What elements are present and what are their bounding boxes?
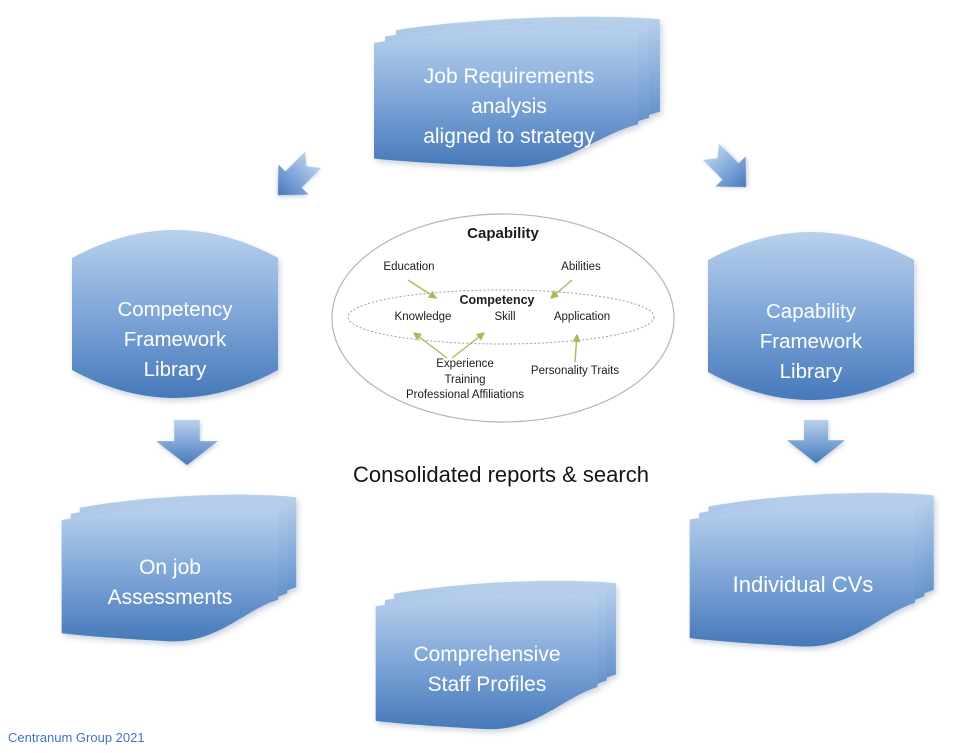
node-capability-framework-library: Capability Framework Library [708,230,914,402]
venn-label-knowledge: Knowledge [394,311,452,323]
inner-competency-ellipse [347,289,655,345]
node-label-line: Assessments [107,586,233,609]
node-label: Capability Framework Library [708,230,914,428]
node-label-line: Capability [765,299,857,323]
node-label-line: Job Requirements [423,65,595,89]
node-label: Comprehensive Staff Profiles [374,576,626,746]
wave-document-shape [61,494,297,642]
consolidated-reports-caption: Consolidated reports & search [353,462,649,487]
node-label-line: Individual CVs [732,572,874,598]
venn-label-personality-traits: Personality Traits [530,365,620,377]
bent-arrow-shape [702,143,747,188]
bent-arrow-shape [277,151,322,196]
node-label: Competency Framework Library [72,228,278,426]
down-arrow-left-icon [153,419,221,467]
connector-abilities [549,279,573,299]
wave-document-shape [375,580,616,730]
venn-label-skill: Skill [494,311,516,323]
node-label-line: On job [139,556,201,580]
venn-label-competency: Competency [459,293,535,307]
node-label-line: aligned to strategy [423,124,595,148]
node-label-line: Framework [123,327,227,351]
down-arrow-right-icon [784,419,848,465]
venn-label-training: Training [444,373,486,386]
node-on-job-assessments: On job Assessments [60,490,306,658]
node-label: Individual CVs [688,488,944,664]
node-label: On job Assessments [60,490,306,658]
bent-arrow-down-left-icon [264,148,326,208]
cylinder-shape [72,230,278,398]
venn-label-sources: Experience Training Professional Affilia… [406,357,524,404]
node-label-line: Library [779,360,843,384]
connector-education [407,279,438,299]
connector-experience-skill [451,332,486,359]
bent-arrow-down-right-icon [698,140,760,200]
venn-label-abilities: Abilities [561,261,601,273]
venn-label-education: Education [383,261,435,273]
venn-label-application: Application [553,311,611,323]
node-label-line: Staff Profiles [427,673,547,696]
capability-model-shapes [331,213,675,423]
connector-personality-application [572,333,581,363]
node-label-line: Library [143,358,207,382]
down-arrow-shape [156,419,218,466]
down-arrow-shape [787,419,845,464]
node-label: Job Requirements analysis aligned to str… [372,12,672,184]
venn-label-experience: Experience [436,358,494,370]
wave-document-shape [689,492,934,647]
connector-experience-knowledge [412,332,448,359]
node-individual-cvs: Individual CVs [688,488,944,664]
node-job-requirements: Job Requirements analysis aligned to str… [372,12,672,184]
node-label-line: Comprehensive [413,643,561,667]
venn-label-capability: Capability [467,225,539,242]
outer-capability-ellipse [331,213,675,423]
wave-document-shape [374,16,660,167]
footer-credit: Centranum Group 2021 [8,730,145,745]
node-comprehensive-staff-profiles: Comprehensive Staff Profiles [374,576,626,746]
capability-model-diagram: Capability Education Abilities Competenc… [325,205,685,430]
venn-label-professional-affiliations: Professional Affiliations [405,389,525,401]
node-competency-framework-library: Competency Framework Library [72,228,278,400]
node-label-line: Competency [117,297,233,321]
node-label-line: analysis [471,95,547,119]
cylinder-shape [708,232,914,400]
node-label-line: Framework [759,329,863,353]
